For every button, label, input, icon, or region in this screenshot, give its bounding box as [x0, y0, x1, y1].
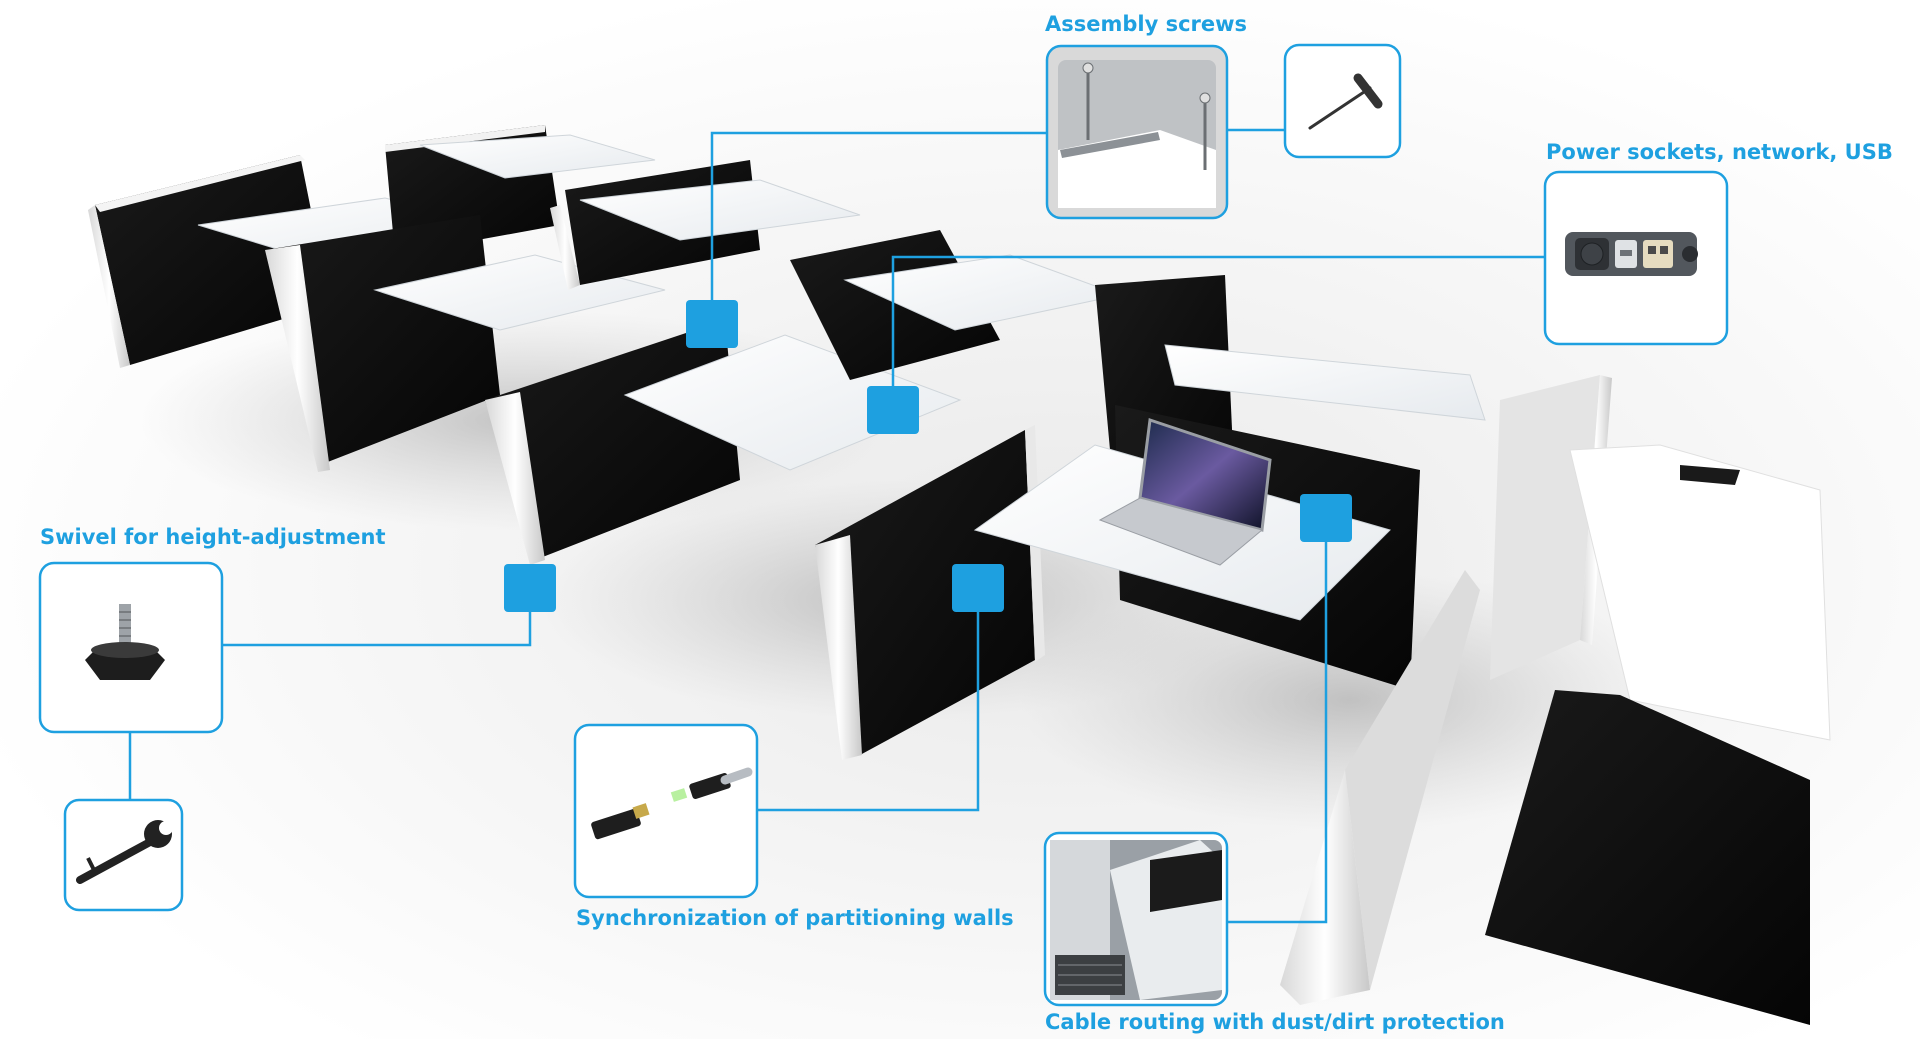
cable-routing-detail	[1043, 831, 1229, 1007]
swivel-detail	[38, 561, 224, 734]
marker-cable-routing	[1300, 494, 1352, 542]
desk-module-2	[385, 125, 656, 255]
desk-module-8	[973, 275, 1420, 690]
marker-synchronization	[952, 564, 1004, 612]
assembly-screws-detail	[1045, 44, 1229, 220]
label-synchronization: Synchronization of partitioning walls	[576, 906, 1014, 930]
desk-module-1	[88, 155, 506, 368]
marker-power-sockets	[867, 386, 919, 434]
assembly-screws-tool	[1283, 43, 1402, 159]
label-cable-routing: Cable routing with dust/dirt protection	[1045, 1010, 1505, 1034]
marker-assembly-screws	[686, 300, 738, 348]
label-assembly-screws: Assembly screws	[1045, 12, 1248, 36]
cable-channel-icon	[1050, 840, 1222, 1000]
desk-module-3	[265, 215, 666, 472]
callout-markers	[504, 300, 1352, 612]
swivel-tool	[63, 798, 184, 912]
socket-panel-icon	[1565, 232, 1698, 276]
desk-module-7	[815, 425, 1045, 760]
desk-module-6	[790, 230, 1122, 380]
power-sockets-detail	[1543, 170, 1729, 346]
desk-module-11	[1485, 444, 1831, 1025]
wrench-icon	[76, 820, 173, 884]
label-power-sockets: Power sockets, network, USB	[1546, 140, 1893, 164]
connector-plug-icon	[591, 767, 753, 840]
marker-swivel	[504, 564, 556, 612]
synchronization-detail	[573, 723, 759, 899]
label-swivel: Swivel for height-adjustment	[40, 525, 386, 549]
hex-key-icon	[1308, 73, 1383, 130]
laptop-icon	[1098, 418, 1272, 566]
leveling-foot-icon	[85, 604, 165, 680]
desk-module-5	[485, 320, 962, 565]
screw-bracket-icon	[1058, 60, 1216, 208]
